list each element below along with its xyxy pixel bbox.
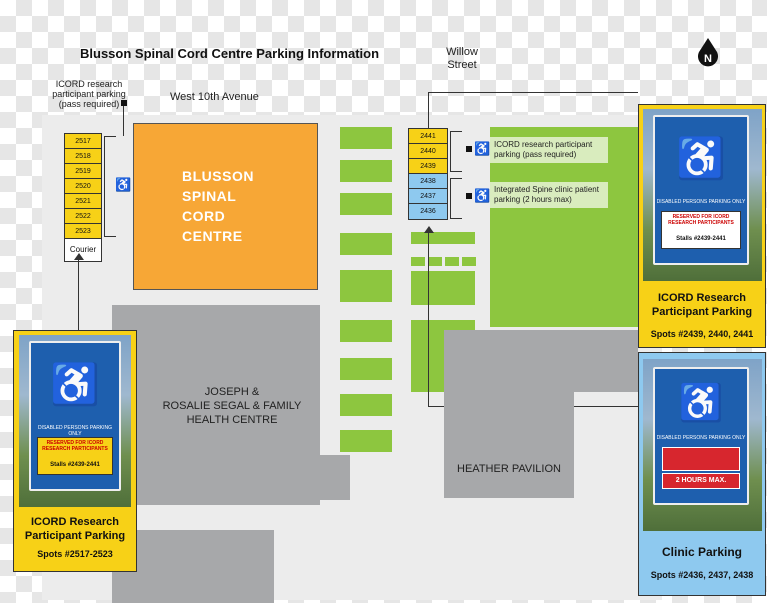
heather-label: HEATHER PAVILION (457, 463, 561, 475)
parking-sign: ♿ DISABLED PERSONS PARKING ONLY 2 HOURS … (653, 367, 749, 505)
sign-photo: ♿ DISABLED PERSONS PARKING ONLY 2 HOURS … (643, 359, 762, 531)
compass-letter: N (704, 53, 712, 65)
wheelchair-icon: ♿ (678, 382, 724, 423)
green-strip (340, 233, 392, 255)
sign-stalls-text: Stalls #2439-2441 (676, 236, 726, 242)
green-strip (411, 257, 425, 266)
parking-sign: ♿ DISABLED PERSONS PARKING ONLY RESERVED… (653, 115, 749, 265)
arrow-up-icon (424, 226, 434, 233)
courier-stall: Courier (69, 245, 97, 254)
pointer-square (466, 193, 472, 199)
left-card-spots: Spots #2517-2523 (37, 549, 113, 559)
green-strip (445, 257, 459, 266)
icord-info-card: ♿ DISABLED PERSONS PARKING ONLY RESERVED… (638, 104, 766, 348)
heather-building (444, 330, 638, 392)
sign-photo: ♿ DISABLED PERSONS PARKING ONLY RESERVED… (19, 335, 131, 507)
green-strip (340, 394, 392, 416)
sign-max-strip: 2 HOURS MAX. (662, 473, 740, 489)
blusson-line-4: CENTRE (182, 228, 243, 244)
left-card-title: ICORD Research Participant Parking (24, 516, 126, 542)
right-stall-column: 2441 2440 2439 2438 2437 2436 (408, 128, 448, 220)
sign-reserved-box: RESERVED FOR ICORD RESEARCH PARTICIPANTS… (37, 437, 113, 475)
stall-2520: 2520 (65, 179, 101, 194)
green-strip (340, 320, 392, 342)
green-strip (411, 232, 475, 244)
sign-max-text: 2 HOURS MAX. (675, 477, 727, 484)
wheelchair-icon: ♿ (50, 363, 100, 407)
arrow-up-icon (74, 253, 84, 260)
green-strip (340, 160, 392, 182)
stall-2439: 2439 (409, 159, 447, 174)
blusson-line-2: SPINAL (182, 188, 237, 204)
stall-2441: 2441 (409, 129, 447, 144)
segal-label: JOSEPH & ROSALIE SEGAL & FAMILY HEALTH C… (162, 386, 302, 426)
green-strip (340, 193, 392, 215)
sign-reserved-text: RESERVED FOR ICORD RESEARCH PARTICIPANTS (668, 214, 734, 226)
page-title: Blusson Spinal Cord Centre Parking Infor… (80, 46, 380, 61)
stall-2438: 2438 (409, 174, 447, 189)
west-10th-avenue-label: West 10th Avenue (170, 91, 259, 103)
green-strip (462, 257, 476, 266)
sign-reserved-box: RESERVED FOR ICORD RESEARCH PARTICIPANTS… (661, 211, 741, 249)
sign-reserved-text: RESERVED FOR ICORD RESEARCH PARTICIPANTS (42, 440, 108, 452)
pointer-square (466, 146, 472, 152)
green-strip (340, 127, 392, 149)
clinic-card-title: Clinic Parking (661, 545, 743, 559)
wheelchair-icon: ♿ (676, 137, 726, 181)
stall-2518: 2518 (65, 149, 101, 164)
stall-2517: 2517 (65, 134, 101, 149)
sign-top-text: DISABLED PERSONS PARKING ONLY (656, 199, 746, 205)
stall-2523: 2523 (65, 224, 101, 239)
icord-note: ICORD research participant parking (pass… (490, 137, 608, 163)
blusson-line-1: BLUSSON (182, 168, 254, 184)
stall-2436: 2436 (409, 204, 447, 219)
green-strip (428, 257, 442, 266)
left-lot-label: ICORD research participant parking (pass… (52, 79, 126, 109)
heather-building: HEATHER PAVILION (444, 392, 574, 498)
sign-stalls-text: Stalls #2439-2441 (50, 462, 100, 468)
stall-2519: 2519 (65, 164, 101, 179)
segal-building-wing (320, 455, 350, 500)
left-lot-pointer (121, 100, 127, 106)
icord-card-title: ICORD Research Participant Parking (651, 292, 753, 318)
green-strip (340, 270, 392, 302)
blusson-building: BLUSSON SPINAL CORD CENTRE (133, 123, 318, 290)
sign-red-strip (662, 447, 740, 471)
clinic-info-card: ♿ DISABLED PERSONS PARKING ONLY 2 HOURS … (638, 352, 766, 596)
wheelchair-icon: ♿ (474, 141, 491, 156)
stall-2437: 2437 (409, 189, 447, 204)
clinic-card-spots: Spots #2436, 2437, 2438 (650, 570, 754, 580)
stall-2522: 2522 (65, 209, 101, 224)
parking-sign: ♿ DISABLED PERSONS PARKING ONLY RESERVED… (29, 341, 121, 491)
green-strip (340, 358, 392, 380)
sign-top-text: DISABLED PERSONS PARKING ONLY (656, 435, 746, 441)
segal-building: JOSEPH & ROSALIE SEGAL & FAMILY HEALTH C… (112, 305, 320, 505)
sign-photo: ♿ DISABLED PERSONS PARKING ONLY RESERVED… (643, 109, 762, 281)
stall-2521: 2521 (65, 194, 101, 209)
wheelchair-icon: ♿ (474, 188, 491, 203)
icord-card-spots: Spots #2439, 2440, 2441 (650, 329, 754, 339)
left-info-card: ♿ DISABLED PERSONS PARKING ONLY RESERVED… (13, 330, 137, 572)
willow-street-label: Willow Street (446, 46, 478, 71)
stall-2440: 2440 (409, 144, 447, 159)
clinic-note: Integrated Spine clinic patient parking … (490, 182, 608, 208)
green-strip (340, 430, 392, 452)
bottom-building (112, 530, 274, 603)
green-strip (411, 271, 475, 305)
sign-top-text: DISABLED PERSONS PARKING ONLY (37, 425, 113, 437)
north-arrow-icon: N (695, 38, 721, 70)
wheelchair-icon: ♿ (115, 177, 132, 192)
left-stall-column: 2517 2518 2519 2520 2521 2522 2523 Couri… (64, 133, 102, 262)
blusson-line-3: CORD (182, 208, 226, 224)
